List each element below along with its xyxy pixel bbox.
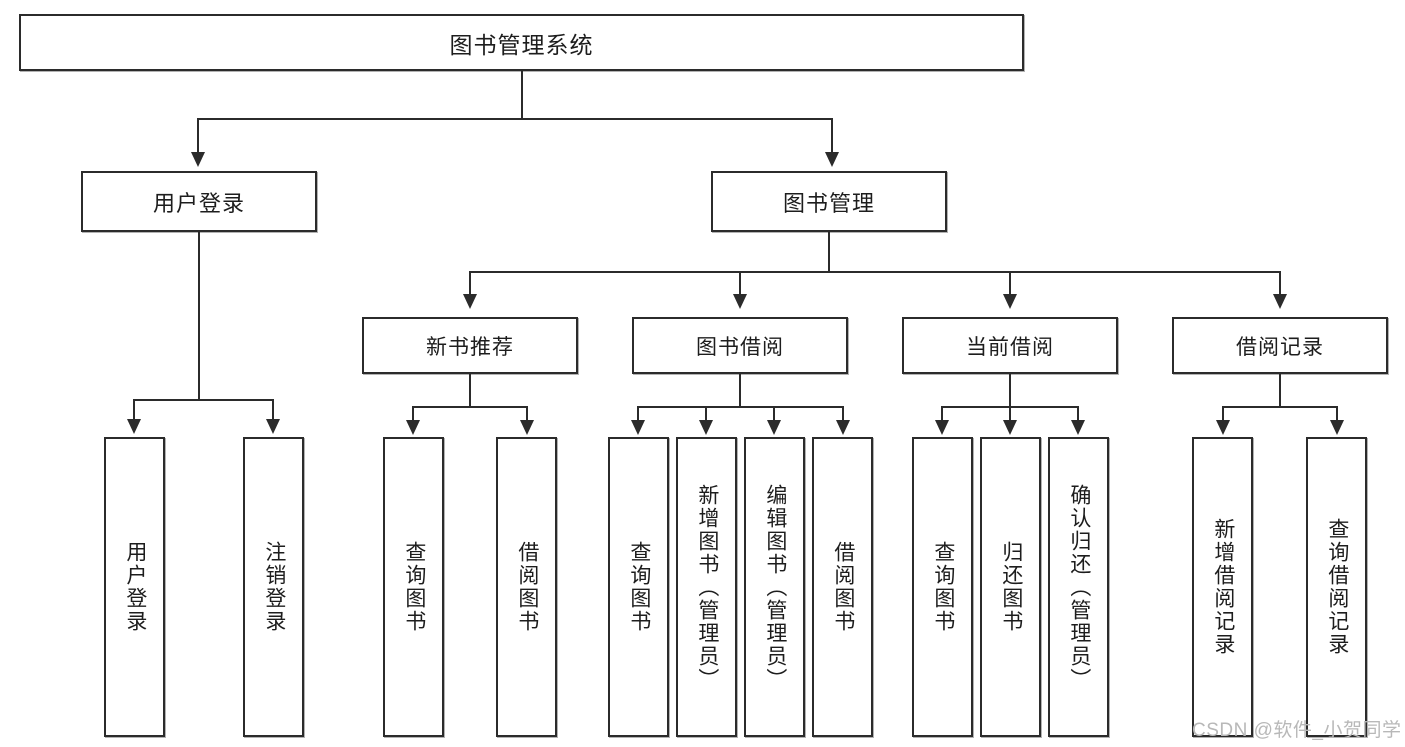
edge-user-login-to-leaf-2: [272, 399, 274, 421]
node-book-borrow[interactable]: 图书借阅: [632, 317, 848, 374]
leaf-new-book-borrow[interactable]: 借阅图书: [496, 437, 557, 737]
leaf-user-login-login[interactable]: 用户登录: [104, 437, 165, 737]
leaf-label: 查询图书: [402, 541, 426, 633]
edge-borrow-record-to-leaf-1: [1222, 406, 1224, 422]
node-label: 图书借阅: [696, 335, 784, 359]
edge-new-book-stem: [469, 374, 471, 407]
edge-root-stem: [521, 71, 523, 119]
leaf-label: 注销登录: [262, 541, 286, 633]
edge-borrow-record-to-leaf-2: [1336, 406, 1338, 422]
edge-book-mgmt-to-borrow-record: [1279, 271, 1281, 296]
edge-new-book-to-leaf-1: [412, 406, 414, 422]
leaf-book-borrow-add[interactable]: 新增图书（管理员）: [676, 437, 737, 737]
edge-root-to-user-login: [197, 118, 199, 154]
arrow-book-borrow-to-leaf-2: [699, 420, 713, 435]
leaf-borrow-record-add[interactable]: 新增借阅记录: [1192, 437, 1253, 737]
edge-user-login-to-leaf-1: [133, 399, 135, 421]
edge-user-login-bus: [133, 399, 274, 401]
edge-book-mgmt-bus: [469, 271, 1281, 273]
node-label: 图书管理: [782, 190, 875, 216]
leaf-book-borrow-borrow[interactable]: 借阅图书: [812, 437, 873, 737]
edge-current-borrow-to-leaf-2: [1009, 406, 1011, 422]
arrow-book-mgmt-to-book-borrow: [733, 294, 747, 309]
edge-book-borrow-to-leaf-4: [842, 406, 844, 422]
node-label: 当前借阅: [966, 335, 1054, 359]
leaf-label: 新增借阅记录: [1211, 518, 1235, 656]
edge-user-login-stem: [198, 232, 200, 400]
leaf-label: 确认归还（管理员）: [1067, 483, 1091, 691]
arrow-new-book-to-leaf-2: [520, 420, 534, 435]
leaf-current-borrow-query[interactable]: 查询图书: [912, 437, 973, 737]
edge-book-borrow-to-leaf-2: [705, 406, 707, 422]
edge-book-borrow-to-leaf-3: [773, 406, 775, 422]
edge-borrow-record-bus: [1222, 406, 1338, 408]
node-label: 新书推荐: [426, 335, 514, 359]
edge-root-bus: [198, 118, 833, 120]
edge-root-to-book-mgmt: [831, 118, 833, 154]
node-label: 用户登录: [152, 190, 245, 216]
arrow-book-mgmt-to-new-book: [463, 294, 477, 309]
leaf-book-borrow-edit[interactable]: 编辑图书（管理员）: [744, 437, 805, 737]
leaf-label: 借阅图书: [831, 541, 855, 633]
edge-current-borrow-to-leaf-1: [941, 406, 943, 422]
edge-book-borrow-bus: [637, 406, 844, 408]
edge-book-borrow-stem: [739, 374, 741, 407]
arrow-root-to-book-mgmt: [825, 152, 839, 167]
edge-current-borrow-stem: [1009, 374, 1011, 407]
leaf-label: 归还图书: [999, 541, 1023, 633]
arrow-user-login-to-leaf-2: [266, 419, 280, 434]
edge-book-mgmt-to-book-borrow: [739, 271, 741, 296]
edge-book-mgmt-to-new-book: [469, 271, 471, 296]
node-root-system[interactable]: 图书管理系统: [19, 14, 1024, 71]
node-book-management[interactable]: 图书管理: [711, 171, 947, 232]
arrow-current-borrow-to-leaf-3: [1071, 420, 1085, 435]
node-label: 借阅记录: [1236, 335, 1324, 359]
leaf-book-borrow-query[interactable]: 查询图书: [608, 437, 669, 737]
leaf-label: 查询借阅记录: [1325, 518, 1349, 656]
arrow-borrow-record-to-leaf-1: [1216, 420, 1230, 435]
edge-book-borrow-to-leaf-1: [637, 406, 639, 422]
arrow-book-mgmt-to-current-borrow: [1003, 294, 1017, 309]
leaf-label: 新增图书（管理员）: [695, 483, 719, 691]
node-label: 图书管理系统: [449, 31, 594, 58]
arrow-book-borrow-to-leaf-3: [767, 420, 781, 435]
leaf-current-borrow-return[interactable]: 归还图书: [980, 437, 1041, 737]
node-borrow-record[interactable]: 借阅记录: [1172, 317, 1388, 374]
arrow-new-book-to-leaf-1: [406, 420, 420, 435]
arrow-user-login-to-leaf-1: [127, 419, 141, 434]
leaf-label: 查询图书: [931, 541, 955, 633]
arrow-book-mgmt-to-borrow-record: [1273, 294, 1287, 309]
leaf-user-login-logout[interactable]: 注销登录: [243, 437, 304, 737]
arrow-book-borrow-to-leaf-4: [836, 420, 850, 435]
edge-current-borrow-to-leaf-3: [1077, 406, 1079, 422]
leaf-label: 编辑图书（管理员）: [763, 483, 787, 691]
leaf-new-book-query[interactable]: 查询图书: [383, 437, 444, 737]
leaf-label: 用户登录: [123, 541, 147, 633]
node-current-borrow[interactable]: 当前借阅: [902, 317, 1118, 374]
arrow-book-borrow-to-leaf-1: [631, 420, 645, 435]
arrow-current-borrow-to-leaf-1: [935, 420, 949, 435]
edge-book-mgmt-stem: [828, 232, 830, 272]
leaf-borrow-record-query[interactable]: 查询借阅记录: [1306, 437, 1367, 737]
arrow-current-borrow-to-leaf-2: [1003, 420, 1017, 435]
node-new-book-recommend[interactable]: 新书推荐: [362, 317, 578, 374]
leaf-label: 查询图书: [627, 541, 651, 633]
edge-new-book-to-leaf-2: [526, 406, 528, 422]
arrow-root-to-user-login: [191, 152, 205, 167]
arrow-borrow-record-to-leaf-2: [1330, 420, 1344, 435]
edge-new-book-bus: [412, 406, 528, 408]
node-user-login[interactable]: 用户登录: [81, 171, 317, 232]
edge-borrow-record-stem: [1279, 374, 1281, 407]
leaf-current-borrow-confirm-return[interactable]: 确认归还（管理员）: [1048, 437, 1109, 737]
leaf-label: 借阅图书: [515, 541, 539, 633]
edge-book-mgmt-to-current-borrow: [1009, 271, 1011, 296]
